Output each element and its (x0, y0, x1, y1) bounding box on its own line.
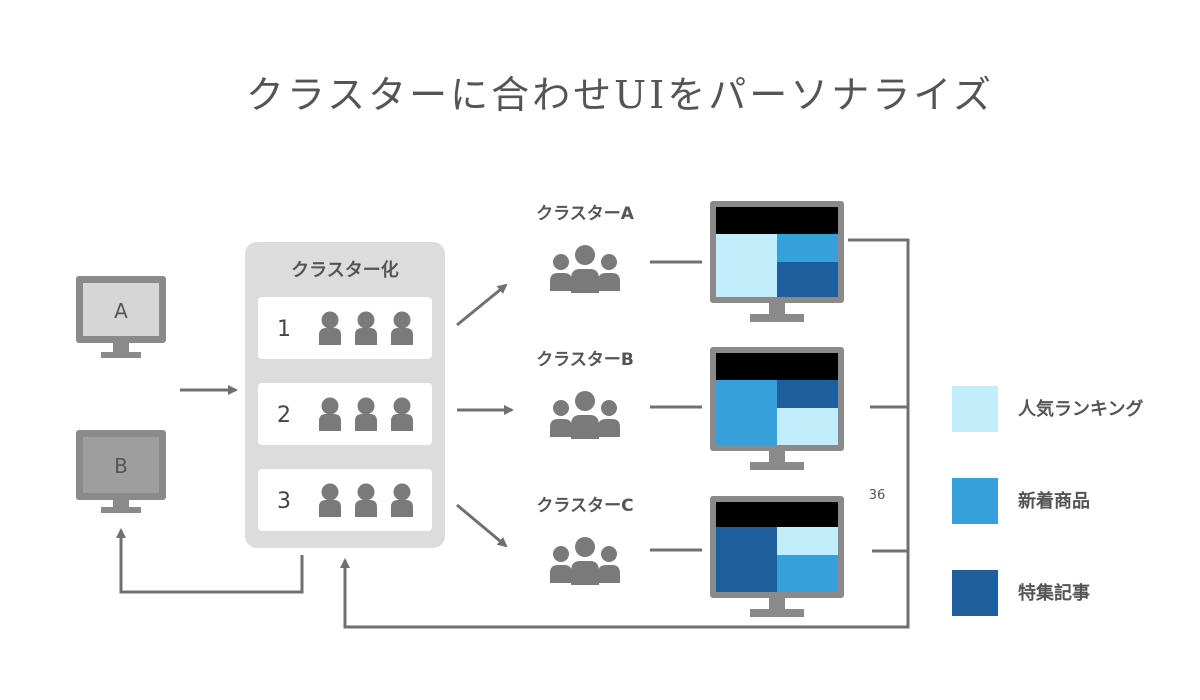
user-monitor-b: B (76, 430, 166, 513)
area-popular-ranking (777, 527, 838, 555)
legend-label-feature-articles: 特集記事 (1018, 582, 1090, 604)
legend-label-new-products: 新着商品 (1018, 490, 1090, 512)
group-icon (550, 537, 620, 585)
cluster-row-1 (258, 297, 432, 359)
area-new-products (777, 234, 838, 262)
return-to-user-line (116, 528, 304, 594)
personalized-monitor-c (710, 496, 844, 617)
cluster-c-label: クラスターC (536, 496, 633, 516)
area-new-products (716, 380, 777, 445)
cluster-row-2-number: 2 (277, 403, 291, 428)
legend-swatch-feature-articles (952, 570, 998, 616)
cluster-a-label: クラスターA (536, 204, 635, 224)
legend-swatch-popular-ranking (952, 386, 998, 432)
cluster-row-1-number: 1 (277, 317, 291, 342)
clustering-panel: クラスター化 1 2 3 (245, 242, 445, 548)
user-monitor-a: A (76, 276, 166, 358)
group-icon (550, 391, 620, 439)
diagram-title: クラスターに合わせUIをパーソナライズ (246, 73, 994, 117)
area-popular-ranking (777, 408, 838, 445)
legend-swatch-new-products (952, 478, 998, 524)
arrow-to-cluster-c (456, 503, 508, 548)
cluster-row-2 (258, 383, 432, 445)
feedback-loop-line (340, 238, 910, 629)
legend-label-popular-ranking: 人気ランキング (1018, 398, 1143, 420)
note-number: 36 (869, 488, 886, 503)
area-feature-articles (777, 262, 838, 297)
area-popular-ranking (716, 234, 777, 297)
cluster-row-3-number: 3 (277, 489, 291, 514)
legend: 人気ランキング 新着商品 特集記事 (952, 386, 1143, 616)
cluster-b-label: クラスターB (536, 350, 634, 370)
personalized-monitor-a (710, 201, 844, 322)
user-b-label: B (114, 454, 128, 478)
arrow-to-cluster-a (456, 283, 508, 327)
user-a-label: A (114, 299, 128, 323)
area-new-products (777, 555, 838, 592)
area-feature-articles (777, 380, 838, 408)
cluster-row-3 (258, 469, 432, 531)
clustering-heading: クラスター化 (291, 259, 399, 281)
area-feature-articles (716, 527, 777, 592)
group-icon (550, 245, 620, 293)
personalized-monitor-b (710, 347, 844, 470)
